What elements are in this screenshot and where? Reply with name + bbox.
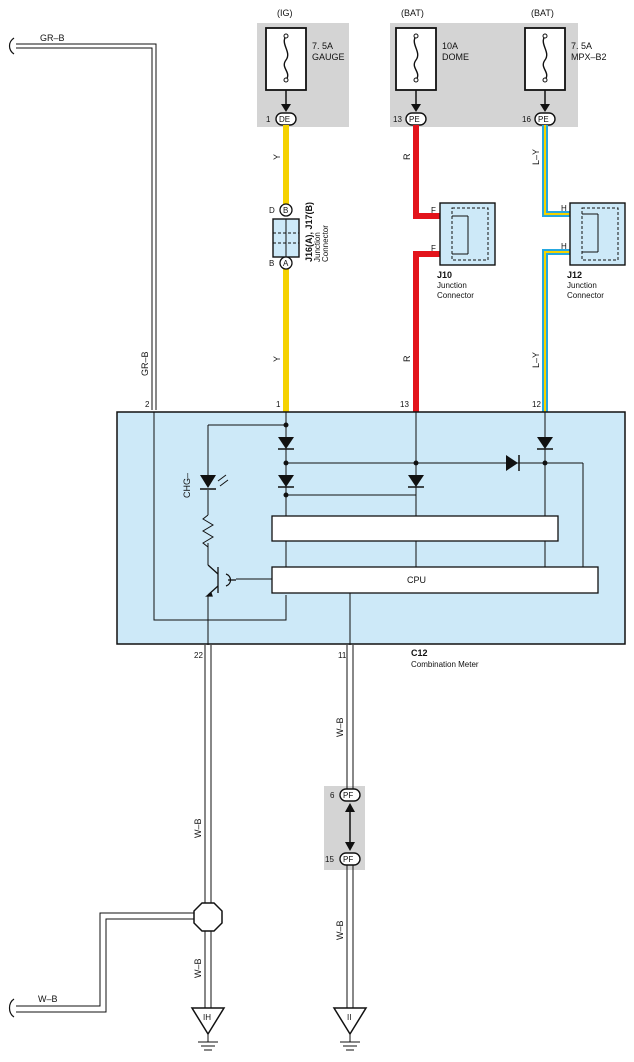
meter-pin-2: 2 <box>145 400 150 409</box>
meter-pin-1: 1 <box>276 400 281 409</box>
fuse2-name: DOME <box>442 52 469 62</box>
svg-text:H: H <box>561 242 567 251</box>
fuse3-source-label: (BAT) <box>531 8 554 18</box>
cpu-block <box>271 566 599 594</box>
svg-text:6: 6 <box>330 791 335 800</box>
j16-id: J16(A), J17(B) <box>304 202 314 262</box>
svg-text:Connector: Connector <box>437 291 474 300</box>
svg-text:B: B <box>283 206 288 215</box>
wire-l-y <box>542 125 570 412</box>
svg-text:Junction: Junction <box>313 232 322 262</box>
ground-ih: IH <box>190 1007 226 1051</box>
wire-wb-11-label: W–B <box>335 717 345 737</box>
meter-ic-block <box>271 515 559 542</box>
junction-j16-j17: B D A B J16(A), J17(B) Junction Connecto… <box>269 202 330 270</box>
connector-de-label: DE <box>279 115 290 124</box>
wire-w-b-11 <box>346 645 354 1008</box>
fuse3-rating: 7. 5A <box>571 41 592 51</box>
cpu-label: CPU <box>407 575 426 585</box>
svg-text:IH: IH <box>203 1013 211 1022</box>
fuse-mpx-b2: 7. 5A MPX–B2 <box>524 27 607 91</box>
fuse1-name: GAUGE <box>312 52 345 62</box>
svg-text:15: 15 <box>325 855 334 864</box>
connector-de-pin: 1 <box>266 115 271 124</box>
wire-red <box>413 125 440 412</box>
connector-pe-dome-pin: 13 <box>393 115 402 124</box>
junction-j12: H H J12 Junction Connector <box>561 202 626 300</box>
svg-text:F: F <box>431 206 436 215</box>
wire-wb-22-label: W–B <box>193 818 203 838</box>
wire-wb-ii-label: W–B <box>335 920 345 940</box>
j10-id: J10 <box>437 270 452 280</box>
diode-2 <box>278 475 294 488</box>
svg-text:Connector: Connector <box>567 291 604 300</box>
svg-text:II: II <box>347 1013 351 1022</box>
svg-text:D: D <box>269 206 275 215</box>
wire-grb-top-label: GR–B <box>40 33 65 43</box>
svg-text:PF: PF <box>343 855 353 864</box>
pf-connector: PF 6 PF 15 <box>325 788 361 866</box>
fuse-dome: 10A DOME <box>395 27 469 91</box>
svg-text:Junction: Junction <box>437 281 467 290</box>
fuse1-rating: 7. 5A <box>312 41 333 51</box>
meter-name: Combination Meter <box>411 660 479 669</box>
connector-pe-mpx-pin: 16 <box>522 115 531 124</box>
wire-gr-b <box>16 43 157 410</box>
meter-pin-12: 12 <box>532 400 541 409</box>
meter-internal-circuit <box>153 412 584 645</box>
diode-3 <box>408 475 424 488</box>
svg-text:Junction: Junction <box>567 281 597 290</box>
svg-text:F: F <box>431 244 436 253</box>
charge-led: CHG– <box>182 473 229 498</box>
fuse3-name: MPX–B2 <box>571 52 607 62</box>
wire-y-upper-label: Y <box>272 154 282 160</box>
diode-1 <box>278 437 294 450</box>
fuse1-source-label: (IG) <box>277 8 293 18</box>
fuse2-source-label: (BAT) <box>401 8 424 18</box>
wire-r-lower-label: R <box>402 355 412 362</box>
diode-4 <box>537 437 553 450</box>
wire-wb-left-label: W–B <box>38 994 58 1004</box>
meter-pin-11: 11 <box>338 651 347 660</box>
wire-wb-ih-label: W–B <box>193 958 203 978</box>
connector-pe-mpx-label: PE <box>538 115 549 124</box>
fuse2-rating: 10A <box>442 41 458 51</box>
wire-ly-lower-label: L–Y <box>531 352 541 368</box>
svg-text:H: H <box>561 204 567 213</box>
meter-pin-22: 22 <box>194 651 203 660</box>
svg-text:Connector: Connector <box>321 225 330 262</box>
svg-text:PF: PF <box>343 791 353 800</box>
ground-ii: II <box>332 1007 368 1051</box>
junction-j10: F F J10 Junction Connector <box>431 202 496 300</box>
meter-pin-13: 13 <box>400 400 409 409</box>
diode-horizontal <box>506 455 520 471</box>
wire-w-b-22 <box>16 645 212 1013</box>
connector-pe-dome-label: PE <box>409 115 420 124</box>
j12-id: J12 <box>567 270 582 280</box>
svg-text:B: B <box>269 259 274 268</box>
wire-ly-upper-label: L–Y <box>531 149 541 165</box>
led-label: CHG– <box>182 473 192 498</box>
svg-text:A: A <box>283 259 289 268</box>
meter-id: C12 <box>411 648 428 658</box>
splice-point <box>193 902 223 932</box>
wire-y-lower-label: Y <box>272 356 282 362</box>
wire-r-upper-label: R <box>402 153 412 160</box>
fuse-gauge: 7. 5A GAUGE <box>265 27 345 91</box>
wire-grb-side-label: GR–B <box>140 351 150 376</box>
transistor <box>205 564 236 597</box>
